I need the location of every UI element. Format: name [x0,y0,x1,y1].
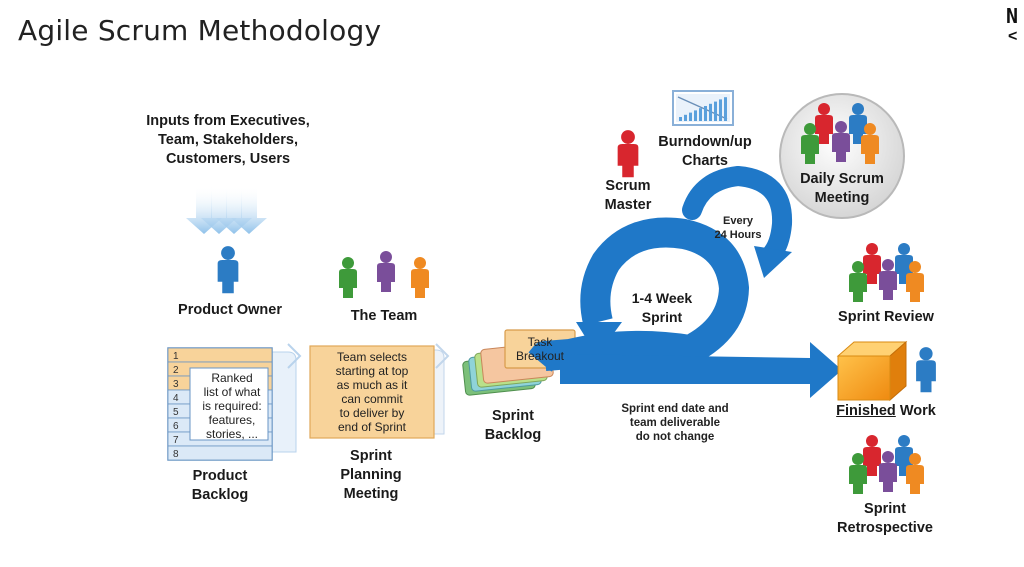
sprint-cycle-arrow [528,217,842,398]
backlog-row-number: 7 [173,435,179,446]
backlog-row [167,347,273,363]
inputs-label: Inputs from Executives, Team, Stakeholde… [146,113,310,167]
corner-logo: N [1006,4,1019,28]
back-chevron-icon[interactable]: < [1008,28,1018,45]
sprint-planning-label: Sprint Planning Meeting [340,448,402,502]
task-breakout-note: Task Breakout [515,335,565,363]
product-owner-person-icon [217,246,239,294]
customer-person-icon [916,347,936,393]
sprint-planning-note [309,343,450,439]
sprint-cycle-label: 1-4 Week Sprint [631,290,693,325]
backlog-row-number: 1 [173,351,179,362]
sprint-review-people-icon [849,243,924,302]
backlog-row [167,445,273,461]
finished-work-underlined: Finished [836,403,896,419]
product-owner-label: Product Owner [178,302,282,318]
burndown-bar [684,114,687,121]
backlog-row-number: 4 [173,393,179,404]
finished-work-label: Finished Work [816,402,956,421]
burndown-bar [724,97,727,121]
product-backlog-label: Product Backlog [191,468,249,503]
finished-work-rest: Work [895,403,936,419]
burndown-bar [704,106,707,121]
daily-scrum-label: Daily Scrum Meeting [800,171,884,206]
inputs-arrows [186,186,267,234]
daily-cycle-arrow [682,165,793,278]
burndown-bar [694,110,697,121]
burndown-bar [719,99,722,121]
daily-cycle-label: Every 24 Hours [714,215,762,241]
sprint-review-label: Sprint Review [838,309,934,325]
sprint-retrospective-label: Sprint Retrospective [837,501,933,536]
burndown-bar [689,112,692,121]
burndown-chart-icon [672,90,734,126]
burndown-bar [714,101,717,121]
team-label: The Team [350,308,418,324]
product-backlog-rows: 1 2 3 4 5 6 7 8 [167,347,273,461]
burndown-bar [709,103,712,121]
scrum-master-person-icon [617,130,639,178]
page-title: Agile Scrum Methodology [18,14,382,47]
sprint-planning-note-text: Team selects starting at top as much as … [335,350,409,434]
backlog-row-number: 5 [173,407,179,418]
backlog-row-number: 2 [173,365,179,376]
sprint-retrospective-people-icon [849,435,924,494]
backlog-row-number: 3 [173,379,179,390]
burndown-label: Burndown/up Charts [658,134,752,169]
daily-scrum-circle [779,93,905,219]
team-people-icon [339,251,429,298]
finished-work-cube [836,340,908,402]
product-backlog-note: Ranked list of what is required: feature… [202,371,262,441]
backlog-note-box [189,367,269,441]
sprint-end-note: Sprint end date and team deliverable do … [621,403,729,443]
backlog-row-number: 8 [173,449,179,460]
scrum-master-label: Scrum Master [604,178,652,213]
sprint-backlog-label: Sprint Backlog [484,408,542,443]
burndown-bar [699,108,702,121]
burndown-bar [679,117,682,121]
backlog-row-number: 6 [173,421,179,432]
